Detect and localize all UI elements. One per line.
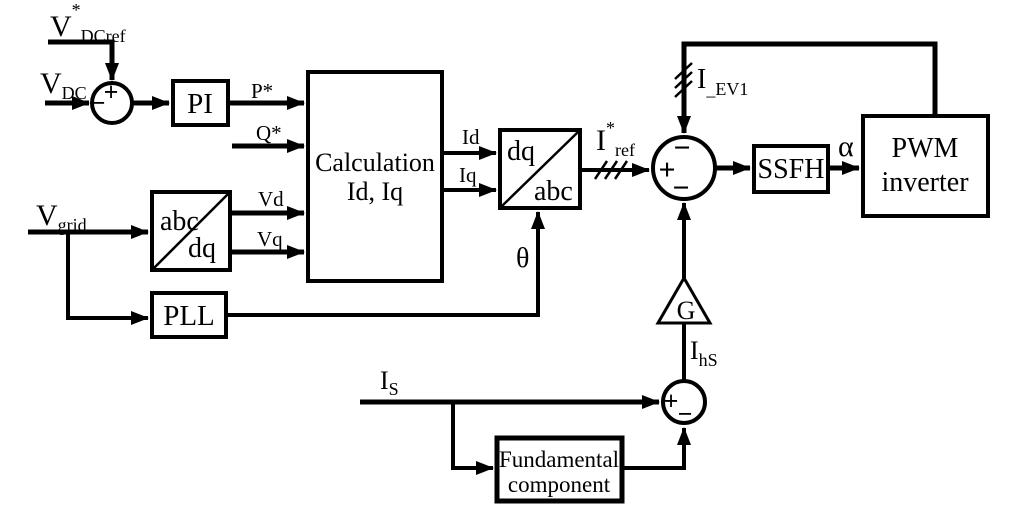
pwm-inverter-block — [861, 114, 990, 218]
label-vq: Vq — [257, 227, 283, 251]
pwm-inverter-label-line2: inverter — [881, 167, 969, 198]
fundamental-label-line2: component — [508, 472, 611, 497]
calculation-block — [306, 70, 444, 283]
three-phase-slash-marks-iref — [593, 160, 629, 180]
label-vgrid: Vgrid — [36, 199, 87, 235]
sum-ref-sign-left: + — [658, 154, 675, 187]
ssfh-block-label: SSFH — [758, 154, 825, 185]
sum-ref-sign-bottom: − — [672, 172, 689, 205]
wire-fundamental-to-sum — [622, 427, 691, 470]
sum-dc-sign-left: − — [91, 89, 106, 118]
label-vd: Vd — [258, 187, 284, 211]
wire-pll-theta — [226, 211, 545, 317]
sum-junction-dc-voltage — [90, 81, 134, 125]
label-is: IS — [380, 366, 399, 399]
fundamental-component-block — [494, 435, 625, 504]
label-qstar: Q* — [256, 121, 282, 145]
dq-abc-denominator: abc — [534, 176, 573, 207]
label-iev1: I_EV1 — [697, 64, 748, 99]
wire-vgrid-to-pll — [66, 232, 149, 325]
label-alpha: α — [838, 130, 854, 163]
pwm-inverter-label-line1: PWM — [892, 133, 959, 164]
pll-block-label: PLL — [163, 300, 215, 332]
sum-ref-sign-top: − — [673, 132, 690, 165]
dq-abc-numerator: dq — [507, 136, 535, 167]
sum-dc-sign-top: + — [104, 78, 119, 107]
three-phase-slash-marks-iev1 — [674, 62, 693, 98]
sum-harmonic-sign-bottom: − — [678, 400, 693, 429]
dq-abc-diagonal — [501, 131, 579, 207]
abc-dq-denominator: dq — [188, 233, 216, 264]
sum-junction-harmonic — [661, 379, 707, 425]
gain-triangle — [655, 275, 713, 325]
pi-block — [171, 79, 230, 127]
label-pstar: P* — [251, 79, 273, 103]
gain-label: G — [677, 296, 696, 325]
label-theta: θ — [516, 243, 529, 274]
calculation-block-label-line2: Id, Iq — [347, 177, 403, 206]
fundamental-label-line1: Fundamental — [499, 447, 619, 472]
pi-block-label: PI — [187, 88, 213, 120]
ssfh-block — [752, 144, 830, 194]
wire-vdcref — [48, 39, 119, 81]
label-vdcref: V*DCref — [50, 0, 126, 46]
sum-junction-current-ref — [651, 135, 717, 201]
label-ihs: IhS — [690, 336, 718, 370]
calculation-block-label-line1: Calculation — [315, 148, 435, 177]
label-iref: I*ref — [596, 118, 635, 160]
label-iq: Iq — [459, 163, 477, 187]
wire-is-to-fundamental — [451, 402, 494, 475]
pll-block — [150, 291, 228, 339]
label-id: Id — [462, 125, 480, 149]
label-vdc: VDC — [40, 67, 87, 103]
sum-harmonic-sign-left: + — [664, 387, 679, 416]
abc-dq-numerator: abc — [160, 206, 199, 237]
abc-dq-diagonal — [153, 193, 229, 269]
